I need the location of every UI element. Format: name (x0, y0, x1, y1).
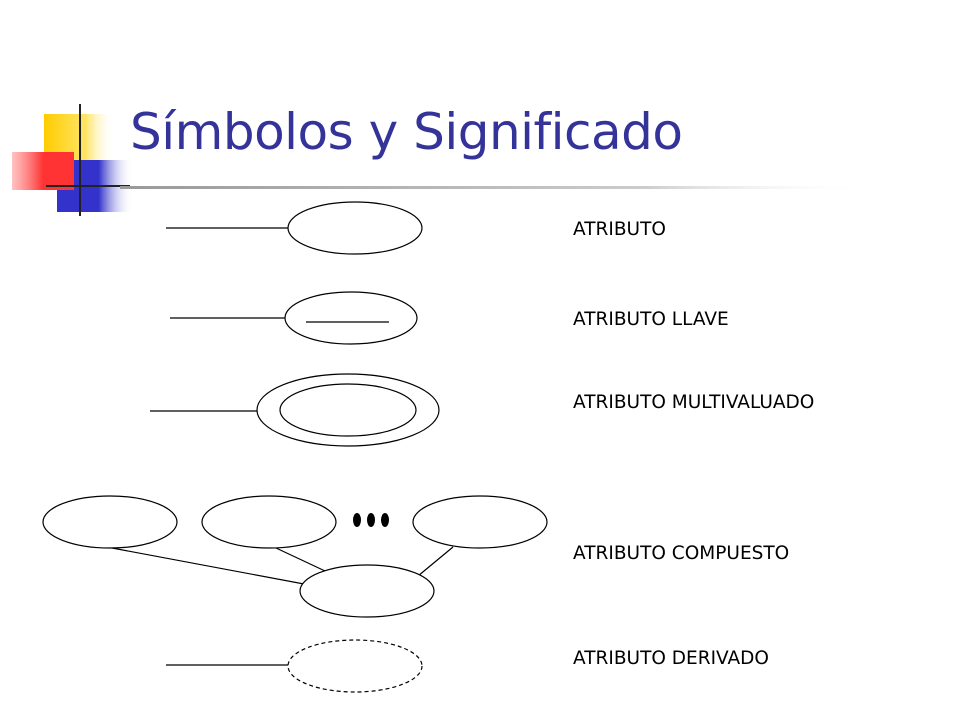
symbol-atributo-llave (170, 291, 418, 345)
symbol-atributo (166, 201, 423, 255)
derived-attribute-ellipse (287, 639, 423, 693)
label-atributo-llave: ATRIBUTO LLAVE (573, 309, 729, 330)
key-attribute-ellipse (284, 291, 418, 345)
composite-connector-1 (111, 547, 321, 588)
dot (367, 513, 375, 527)
dot (353, 513, 361, 527)
logo-decoration (12, 104, 133, 216)
composite-connector-3 (417, 546, 454, 577)
symbol-atributo-multivaluado (150, 373, 440, 447)
label-atributo: ATRIBUTO (573, 219, 666, 240)
page-title: Símbolos y Significado (130, 103, 683, 161)
component-ellipse-2 (201, 495, 337, 549)
label-atributo-compuesto: ATRIBUTO COMPUESTO (573, 543, 790, 564)
label-atributo-derivado: ATRIBUTO DERIVADO (573, 648, 769, 669)
dot (381, 513, 389, 527)
symbol-atributo-derivado (166, 639, 423, 693)
label-atributo-multivaluado: ATRIBUTO MULTIVALUADO (573, 392, 815, 413)
logo-red-square (12, 152, 74, 190)
multivalued-inner-ellipse (279, 383, 417, 437)
attribute-ellipse (287, 201, 423, 255)
composite-parent-ellipse (299, 564, 435, 618)
ellipsis-dots (353, 513, 389, 527)
title-underline (120, 186, 870, 189)
component-ellipse-3 (412, 495, 548, 549)
symbol-atributo-compuesto (42, 495, 548, 618)
component-ellipse-1 (42, 495, 178, 549)
